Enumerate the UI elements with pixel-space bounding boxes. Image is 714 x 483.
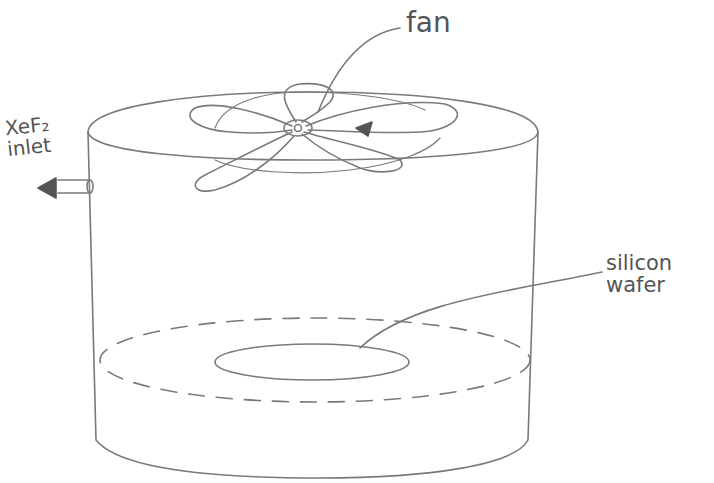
wafer-shape [215,344,409,380]
leader-line [360,272,602,348]
part-label: silicon wafer [606,252,672,296]
chamber-rim [88,92,538,160]
chamber-wall [88,132,538,478]
part-label: fan [406,8,451,37]
leader-line [318,28,400,112]
part-label: XeF₂ inlet [4,114,53,160]
chamber-floor [100,318,530,402]
inlet-pipe [38,178,93,198]
